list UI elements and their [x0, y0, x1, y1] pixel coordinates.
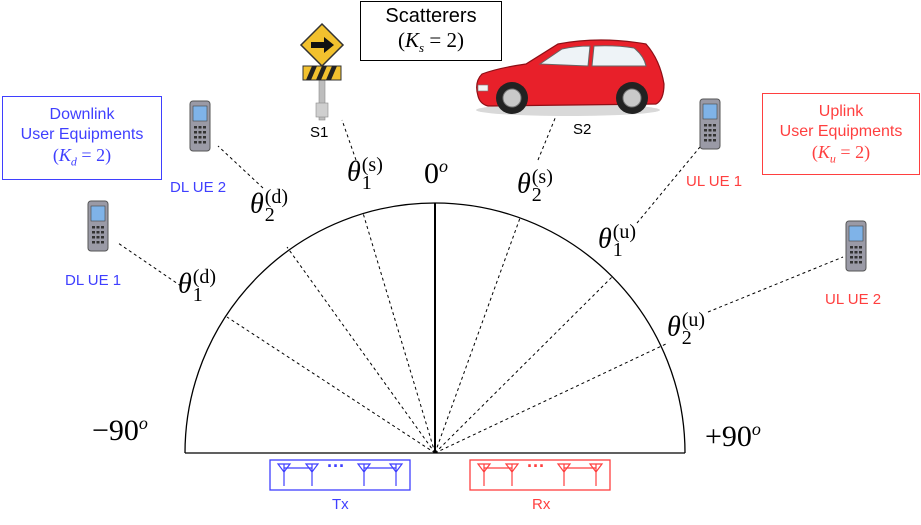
mobile-phone-icon: [87, 200, 109, 252]
label-s1: S1: [310, 124, 329, 141]
label-rx: Rx: [532, 496, 551, 513]
downlink-line2: User Equipments: [20, 126, 144, 143]
scatterers-box: Scatterers (Ks = 2): [360, 1, 502, 61]
uplink-k-val: = 2: [840, 142, 865, 162]
downlink-k-sub: d: [70, 154, 77, 169]
label-ul-ue-1: UL UE 1: [686, 173, 743, 190]
label-zero-degree: 0o: [424, 156, 448, 190]
scatterers-title: Scatterers: [385, 5, 477, 27]
rx-array-box: [469, 459, 611, 491]
antenna-icon: [304, 463, 320, 486]
tx-array-dots: ···: [327, 456, 345, 476]
antenna-icon: [504, 463, 520, 486]
downlink-k-val: = 2: [81, 145, 106, 165]
downlink-k: K: [58, 145, 71, 165]
mobile-phone-icon: [845, 220, 867, 272]
downlink-formula: (Kd = 2): [52, 145, 112, 169]
ray-s1: [362, 212, 436, 454]
label-theta-u1: θ(u)1: [598, 221, 637, 261]
uplink-formula: (Ku = 2): [811, 142, 871, 166]
ray-ul-ue-2: [434, 342, 669, 454]
car-icon: [476, 39, 665, 116]
ray-ul-ue-1: [434, 276, 613, 454]
antenna-icon: [476, 463, 492, 486]
scatterers-k: K: [405, 28, 420, 52]
mobile-phone-icon: [699, 98, 721, 150]
downlink-box: Downlink User Equipments (Kd = 2): [2, 96, 162, 180]
ray-dl-ue-1: [226, 316, 436, 454]
antenna-icon: [556, 463, 572, 486]
antenna-icon: [388, 463, 404, 486]
ext-dl-ue-1: [117, 242, 182, 287]
antenna-icon: [276, 463, 292, 486]
antenna-icon: [356, 463, 372, 486]
tx-array-box: [269, 459, 411, 491]
road-sign-icon: [299, 22, 345, 121]
label-theta-d1: θ(d)1: [178, 266, 217, 306]
uplink-line1: Uplink: [818, 103, 864, 120]
scatterers-k-val: = 2: [429, 28, 457, 52]
rx-array-dots: ···: [527, 456, 545, 476]
label-theta-s2: θ(s)2: [517, 166, 553, 206]
label-s2: S2: [573, 121, 592, 138]
ext-ul-ue-2: [707, 256, 844, 313]
ray-s2: [434, 217, 521, 454]
ext-ul-ue-1: [636, 146, 701, 224]
ext-s2: [537, 115, 557, 161]
uplink-line2: User Equipments: [779, 123, 903, 140]
ext-s1: [341, 119, 357, 161]
label-theta-u2: θ(u)2: [667, 309, 706, 349]
ext-dl-ue-2: [217, 145, 264, 189]
scatterers-k-sub: s: [419, 40, 425, 56]
label-theta-d2: θ(d)2: [250, 186, 289, 226]
mobile-phone-icon: [189, 100, 211, 152]
downlink-line1: Downlink: [49, 106, 115, 123]
uplink-k-sub: u: [829, 151, 836, 166]
label-ul-ue-2: UL UE 2: [825, 291, 882, 308]
label-tx: Tx: [332, 496, 349, 513]
uplink-k: K: [817, 142, 830, 162]
ray-dl-ue-2: [286, 246, 436, 454]
antenna-icon: [588, 463, 604, 486]
uplink-box: Uplink User Equipments (Ku = 2): [762, 93, 920, 175]
label-minus-90: −90o: [92, 413, 148, 447]
scatterers-formula: (Ks = 2): [398, 28, 464, 56]
label-theta-s1: θ(s)1: [347, 154, 383, 194]
label-plus-90: +90o: [705, 419, 761, 453]
label-dl-ue-2: DL UE 2: [170, 179, 227, 196]
label-dl-ue-1: DL UE 1: [65, 272, 122, 289]
